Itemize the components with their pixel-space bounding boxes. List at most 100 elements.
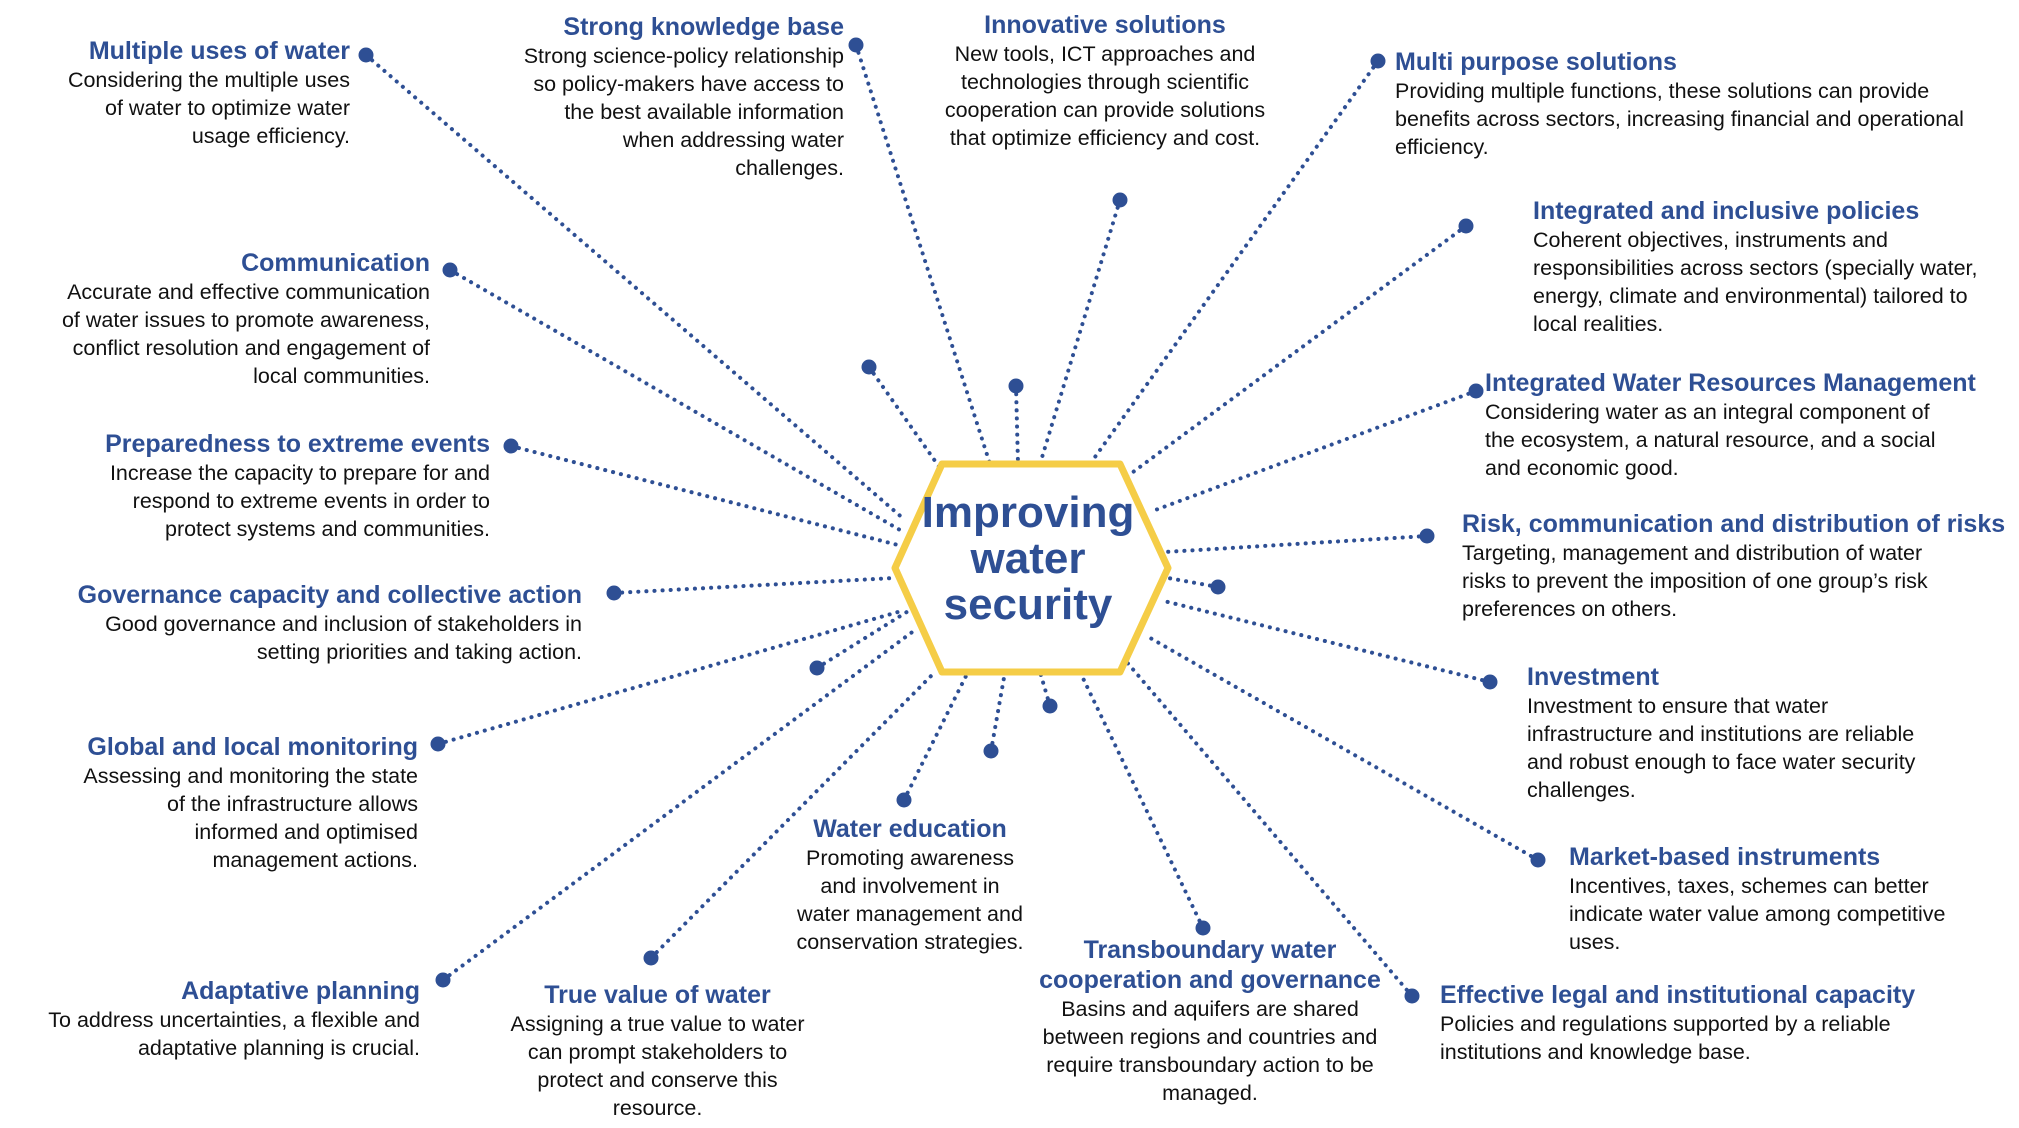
connector-line xyxy=(1158,598,1492,684)
node-strong-knowledge: Strong knowledge base Strong science-pol… xyxy=(470,12,844,182)
node-title: Communication xyxy=(241,249,430,277)
node-communication: Communication Accurate and effective com… xyxy=(20,248,430,390)
connector-line xyxy=(436,608,907,746)
node-description: Promoting awareness and involvement in w… xyxy=(796,846,1024,954)
node-integrated-policies: Integrated and inclusive policies Cohere… xyxy=(1533,196,2013,338)
node-adaptative: Adaptative planning To address uncertain… xyxy=(10,976,420,1062)
connector-line xyxy=(1148,389,1478,514)
node-true-value: True value of water Assigning a true val… xyxy=(490,980,825,1122)
connector-dots xyxy=(358,37,1546,1004)
connector-dot xyxy=(1370,53,1386,69)
node-transboundary: Transboundary water cooperation and gove… xyxy=(1010,935,1410,1107)
node-title: Global and local monitoring xyxy=(87,733,418,761)
connector-line xyxy=(1038,198,1122,466)
connector-dot xyxy=(1195,920,1211,936)
connector-dot xyxy=(435,972,451,988)
connector-line xyxy=(989,670,1007,753)
connector-dot xyxy=(1458,218,1474,234)
node-description: Assigning a true value to water can prom… xyxy=(510,1012,805,1120)
connector-dot xyxy=(442,262,458,278)
connector-line xyxy=(649,670,937,960)
node-title: Preparedness to extreme events xyxy=(105,430,490,458)
node-governance: Governance capacity and collective actio… xyxy=(10,580,582,666)
connector-dot xyxy=(983,743,999,759)
node-description: Increase the capacity to prepare for and… xyxy=(109,461,490,541)
node-title: Transboundary water cooperation and gove… xyxy=(1039,936,1381,994)
connector-dot xyxy=(1042,698,1058,714)
connector-dot xyxy=(503,438,519,454)
connector-dot xyxy=(1008,378,1024,394)
connector-dot xyxy=(358,47,374,63)
node-title: Governance capacity and collective actio… xyxy=(77,581,582,609)
connector-dot xyxy=(1482,674,1498,690)
node-description: Targeting, management and distribution o… xyxy=(1462,541,1928,621)
node-description: To address uncertainties, a flexible and… xyxy=(48,1008,420,1060)
node-title: Strong knowledge base xyxy=(563,13,844,41)
node-iwrm: Integrated Water Resources Management Co… xyxy=(1485,368,1985,482)
node-title: Integrated Water Resources Management xyxy=(1485,369,1976,397)
connector-line xyxy=(1163,534,1429,554)
node-description: Accurate and effective communication of … xyxy=(61,280,430,388)
connector-line xyxy=(902,670,970,802)
node-description: Providing multiple functions, these solu… xyxy=(1395,79,1964,159)
connector-dot xyxy=(1530,852,1546,868)
connector-line xyxy=(441,628,917,982)
connector-line xyxy=(1123,224,1468,480)
node-title: Innovative solutions xyxy=(984,11,1226,39)
connector-line xyxy=(1014,384,1020,466)
node-title: Effective legal and institutional capaci… xyxy=(1440,981,1916,1009)
connector-dot xyxy=(430,736,446,752)
connector-dot xyxy=(848,37,864,53)
node-multiple-uses: Multiple uses of water Considering the m… xyxy=(30,36,350,150)
node-title: Risk, communication and distribution of … xyxy=(1462,510,2006,538)
node-description: Considering water as an integral compone… xyxy=(1485,400,1936,480)
connector-line xyxy=(815,608,912,670)
node-risk: Risk, communication and distribution of … xyxy=(1462,509,2012,623)
center-hexagon xyxy=(891,460,1172,676)
connector-line xyxy=(364,53,907,522)
node-innovative: Innovative solutions New tools, ICT appr… xyxy=(915,10,1295,152)
connector-dot xyxy=(1419,528,1435,544)
node-description: Considering the multiple uses of water t… xyxy=(67,68,350,148)
node-description: Policies and regulations supported by a … xyxy=(1440,1012,1891,1064)
connector-line xyxy=(1038,670,1052,708)
connector-dot xyxy=(809,660,825,676)
node-description: Basins and aquifers are shared between r… xyxy=(1042,997,1378,1105)
node-title: Multiple uses of water xyxy=(88,37,350,65)
node-market: Market-based instruments Incentives, tax… xyxy=(1569,842,2009,956)
node-title: Market-based instruments xyxy=(1569,843,1881,871)
connector-dot xyxy=(861,359,877,375)
center-title: Improving water security xyxy=(921,488,1135,629)
node-description: Good governance and inclusion of stakeho… xyxy=(105,612,582,664)
node-legal: Effective legal and institutional capaci… xyxy=(1440,980,2000,1066)
connector-line xyxy=(509,444,900,547)
node-title: Integrated and inclusive policies xyxy=(1533,197,1920,225)
node-description: Investment to ensure that water infrastr… xyxy=(1527,694,1916,802)
connector-line xyxy=(612,576,896,595)
node-title: Multi purpose solutions xyxy=(1395,48,1677,76)
node-description: Assessing and monitoring the state of th… xyxy=(83,764,418,872)
connector-dot xyxy=(1112,192,1128,208)
node-multi-purpose: Multi purpose solutions Providing multip… xyxy=(1395,47,2005,161)
connector-dot xyxy=(1468,383,1484,399)
connector-dot xyxy=(643,950,659,966)
node-description: Coherent objectives, instruments and res… xyxy=(1533,228,1978,336)
connector-line xyxy=(1123,658,1414,998)
connector-line xyxy=(1088,59,1380,466)
connector-lines xyxy=(364,43,1540,998)
node-title: Water education xyxy=(813,815,1007,843)
connector-line xyxy=(448,268,902,532)
connector-line xyxy=(867,365,942,470)
node-title: Adaptative planning xyxy=(181,977,420,1005)
connector-dot xyxy=(1210,579,1226,595)
node-education: Water education Promoting awareness and … xyxy=(770,814,1050,956)
node-preparedness: Preparedness to extreme events Increase … xyxy=(20,429,490,543)
connector-line xyxy=(1078,670,1205,930)
connector-line xyxy=(854,43,992,466)
node-title: Investment xyxy=(1527,663,1659,691)
connector-dot xyxy=(606,585,622,601)
node-description: Strong science-policy relationship so po… xyxy=(523,44,844,180)
node-description: New tools, ICT approaches and technologi… xyxy=(944,42,1266,150)
node-title: True value of water xyxy=(544,981,771,1009)
